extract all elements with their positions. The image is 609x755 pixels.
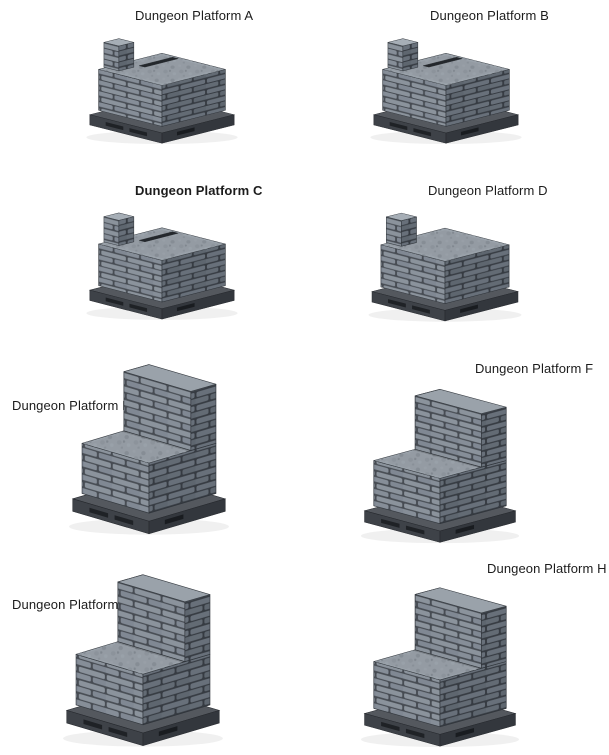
platform-label: Dungeon Platform H xyxy=(487,561,607,576)
platform-label: Dungeon Platform F xyxy=(475,361,594,376)
platform-render xyxy=(74,24,250,152)
platform-render xyxy=(62,574,224,748)
platform-render xyxy=(360,388,520,544)
platform-label: Dungeon Platform D xyxy=(428,183,548,198)
platform-render xyxy=(360,587,520,748)
platform-render xyxy=(74,198,250,328)
platform-render xyxy=(68,364,230,536)
platform-label: Dungeon Platform C xyxy=(135,183,263,198)
platform-render xyxy=(368,212,522,323)
platform-render xyxy=(358,24,534,152)
platform-label: Dungeon Platform E xyxy=(12,398,131,413)
platform-label: Dungeon Platform G xyxy=(12,597,133,612)
platform-label: Dungeon Platform A xyxy=(135,8,254,23)
platform-label: Dungeon Platform B xyxy=(430,8,549,23)
